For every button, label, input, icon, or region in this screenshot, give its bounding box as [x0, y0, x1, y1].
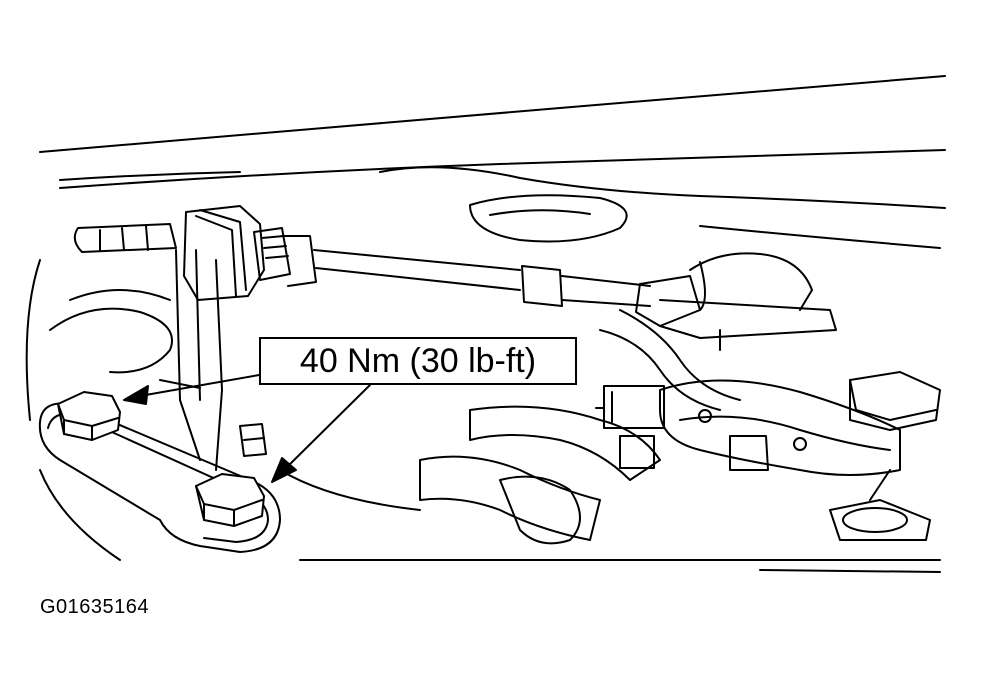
body-contours	[25, 75, 946, 573]
stud	[239, 423, 267, 457]
shift-cable	[73, 205, 837, 351]
cable-bracket	[159, 249, 223, 471]
figure-id: G01635164	[40, 596, 150, 618]
shift-linkage	[659, 371, 941, 541]
bolt-lower	[195, 473, 265, 527]
bolt-upper-left	[57, 391, 121, 441]
hoses	[419, 309, 741, 545]
electrical-connector	[595, 385, 665, 469]
leader-arrows	[123, 374, 371, 483]
torque-callout: 40 Nm (30 lb-ft)	[259, 337, 577, 385]
